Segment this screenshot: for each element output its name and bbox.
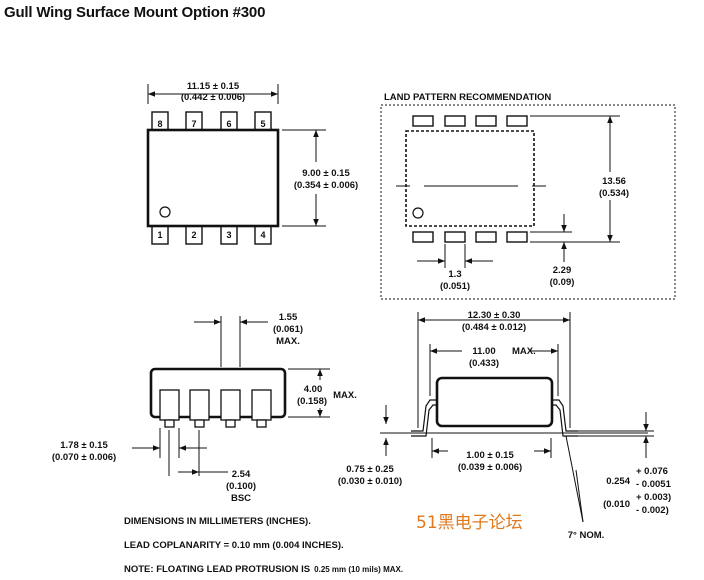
end-view-leads: [411, 399, 578, 437]
note-protrusion-small: 0.25 mm (10 mils) MAX.: [314, 565, 403, 574]
end-body-mm: 11.00: [472, 346, 495, 357]
end-thick-in-plus: + 0.003): [636, 492, 671, 503]
pin1-marker: [159, 206, 171, 218]
land-pitch-mm: 1.3: [448, 269, 461, 280]
pin-label: 8: [157, 119, 162, 129]
side-height-in: (0.158): [297, 396, 327, 407]
pin-label: 6: [226, 119, 231, 129]
end-thick-in-base: (0.010: [603, 499, 630, 510]
pin-label: 2: [191, 230, 196, 240]
end-standoff-in: (0.030 ± 0.010): [338, 476, 402, 487]
land-pattern: LAND PATTERN RECOMMENDATION: [380, 92, 676, 300]
top-view-pins-top: [151, 111, 272, 131]
top-view-pins-bottom: [151, 225, 272, 245]
top-view-body: [146, 128, 280, 228]
end-foot-in: (0.039 ± 0.006): [458, 462, 522, 473]
land-pad-mm: 2.29: [553, 265, 572, 276]
end-thick-mm-minus: - 0.0051: [636, 479, 672, 490]
note-protrusion-text: NOTE: FLOATING LEAD PROTRUSION IS: [124, 564, 310, 575]
page-title: Gull Wing Surface Mount Option #300: [4, 4, 266, 21]
end-view-body: [435, 376, 554, 428]
top-view: 8 7 6 5 1 2 3 4 11.15 ± 0.15 (0.442 ± 0.…: [146, 81, 358, 245]
side-height-mm: 4.00: [304, 384, 323, 395]
land-pin1-marker: [412, 207, 424, 219]
side-lead-max: MAX.: [276, 336, 300, 347]
side-pitch-note: BSC: [231, 493, 251, 504]
pin-label: 3: [226, 230, 231, 240]
side-width-in: (0.070 ± 0.006): [52, 452, 116, 463]
pin-label: 1: [157, 230, 162, 240]
end-span-mm: 12.30 ± 0.30: [468, 310, 521, 321]
note-protrusion: NOTE: FLOATING LEAD PROTRUSION IS 0.25 mm…: [124, 564, 403, 575]
top-width-in: (0.442 ± 0.006): [181, 92, 245, 103]
land-height-in: (0.534): [599, 188, 629, 199]
end-body-in: (0.433): [469, 358, 499, 369]
end-thick-mm-plus: + 0.076: [636, 466, 668, 477]
side-height-max: MAX.: [333, 390, 357, 401]
land-pads-top: [412, 115, 528, 127]
top-width-mm: 11.15 ± 0.15: [187, 81, 240, 92]
side-pitch-mm: 2.54: [232, 469, 251, 480]
pin-label: 5: [260, 119, 265, 129]
side-lead-mm: 1.55: [279, 312, 298, 323]
watermark: 51黑电子论坛: [416, 513, 523, 533]
side-view: 1.55 (0.061) MAX. 4.00 (0.158) MAX. 1.78…: [52, 312, 357, 504]
land-pad-in: (0.09): [550, 277, 575, 288]
side-view-leads: [159, 389, 272, 428]
land-pattern-heading: LAND PATTERN RECOMMENDATION: [384, 92, 551, 103]
end-span-in: (0.484 ± 0.012): [462, 322, 526, 333]
note-dimensions: DIMENSIONS IN MILLIMETERS (INCHES).: [124, 516, 311, 527]
side-pitch-in: (0.100): [226, 481, 256, 492]
pin-label: 4: [260, 230, 265, 240]
pin-label: 7: [191, 119, 196, 129]
top-height-in: (0.354 ± 0.006): [294, 180, 358, 191]
end-thick-in-minus: - 0.002): [636, 505, 669, 516]
land-pitch-in: (0.051): [440, 281, 470, 292]
end-angle: 7° NOM.: [568, 530, 605, 541]
side-width-mm: 1.78 ± 0.15: [60, 440, 108, 451]
end-foot-mm: 1.00 ± 0.15: [466, 450, 514, 461]
land-height-mm: 13.56: [602, 176, 626, 187]
note-coplanarity: LEAD COPLANARITY = 0.10 mm (0.004 INCHES…: [124, 540, 344, 551]
land-pads-bottom: [412, 231, 528, 243]
end-body-max: MAX.: [512, 346, 536, 357]
side-lead-in: (0.061): [273, 324, 303, 335]
end-view: 12.30 ± 0.30 (0.484 ± 0.012) 11.00 MAX. …: [338, 310, 672, 541]
end-thick-mm-base: 0.254: [606, 476, 630, 487]
top-height-mm: 9.00 ± 0.15: [302, 168, 350, 179]
end-standoff-mm: 0.75 ± 0.25: [346, 464, 394, 475]
